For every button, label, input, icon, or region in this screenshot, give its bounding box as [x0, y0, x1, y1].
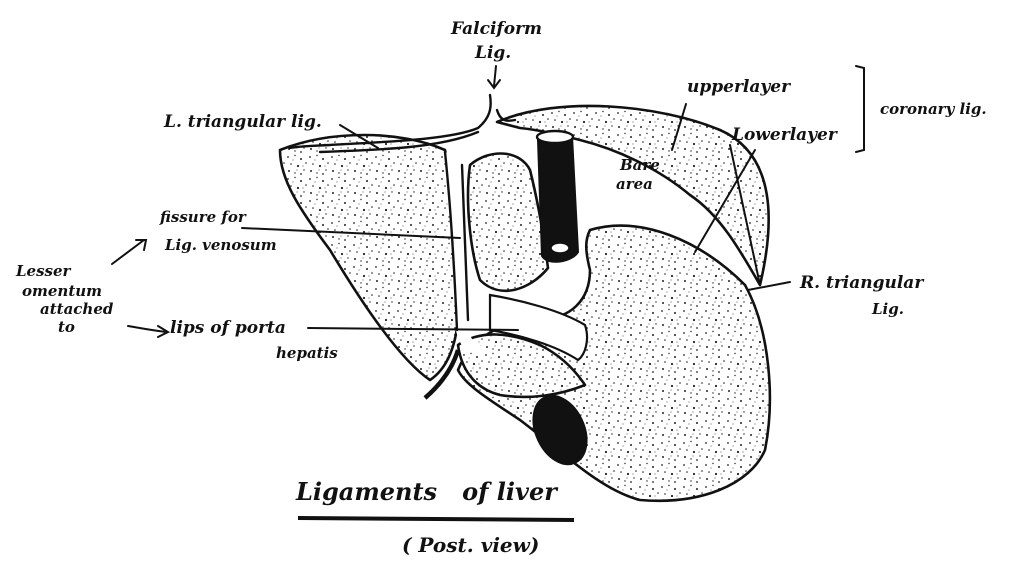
diagram-title: Ligaments of liver — [295, 477, 559, 506]
omentum-arrow-up — [112, 240, 146, 264]
falciform-lig-label: Lig. — [474, 43, 511, 63]
omentum-label: omentum — [22, 282, 102, 300]
l-triangular-label: L. triangular lig. — [163, 112, 322, 132]
hepatis-label: hepatis — [276, 344, 338, 362]
omentum-arrow-right — [128, 326, 168, 337]
falciform-arrow — [494, 66, 496, 86]
lesser-label: Lesser — [15, 262, 72, 280]
coronary-label: coronary lig. — [880, 100, 987, 118]
coronary-brace — [856, 66, 864, 152]
falciform-label: Falciform — [450, 19, 542, 39]
lig-venosum-label: Lig. venosum — [164, 236, 277, 254]
upper-layer-label: upperlayer — [687, 77, 791, 97]
r-triangular-lig-label: Lig. — [871, 300, 904, 318]
diagram-subtitle: ( Post. view) — [402, 533, 539, 557]
r-triangular-leader — [748, 282, 790, 290]
caudate-lobe — [468, 154, 548, 291]
lips-label: lips of porta — [170, 318, 286, 338]
fissure-label: fissure for — [159, 208, 247, 226]
lower-layer-label: Lowerlayer — [731, 125, 838, 145]
title-underline — [298, 518, 574, 520]
bare-label: Bare — [619, 156, 660, 174]
r-triangular-label: R. triangular — [799, 273, 924, 293]
inferior-vena-cava — [537, 131, 578, 262]
lips-leader — [308, 328, 518, 330]
attached-label: attached — [40, 300, 114, 318]
area-label: area — [616, 175, 653, 193]
to-label: to — [58, 318, 75, 336]
